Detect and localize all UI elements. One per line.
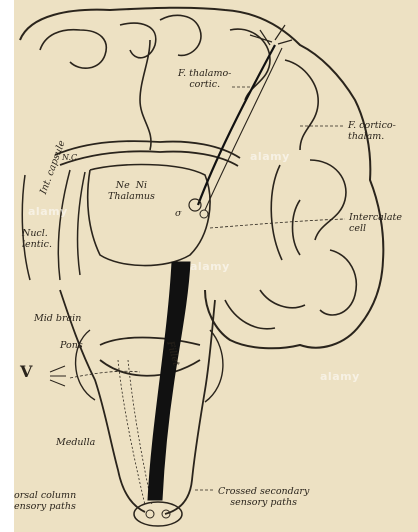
watermark: alamy — [250, 150, 290, 163]
watermark: alamy — [28, 205, 68, 218]
label-crossed-secondary: Crossed secondary sensory paths — [218, 486, 309, 508]
watermark: alamy — [320, 370, 360, 383]
label-sigma: σ — [175, 208, 182, 219]
label-thalamus: Ne Ni Thalamus — [108, 180, 155, 202]
label-medulla: Medulla — [56, 437, 95, 448]
label-mid-brain: Mid brain — [34, 313, 81, 324]
label-f-cortico-thalam: F. cortico- thalam. — [348, 120, 396, 142]
label-v: V — [20, 366, 32, 377]
label-intercalate-cell: Intercalate cell — [349, 212, 402, 234]
label-dorsal-column: orsal column ensory paths — [14, 490, 76, 512]
label-f-thalamo-cortic: F. thalamo- cortic. — [178, 68, 231, 90]
watermark: alamy — [190, 260, 230, 273]
label-nucl-lentic: Nucl. lentic. — [22, 228, 52, 250]
label-n-c: N.C. — [62, 152, 79, 163]
label-pons: Pons — [60, 340, 83, 351]
